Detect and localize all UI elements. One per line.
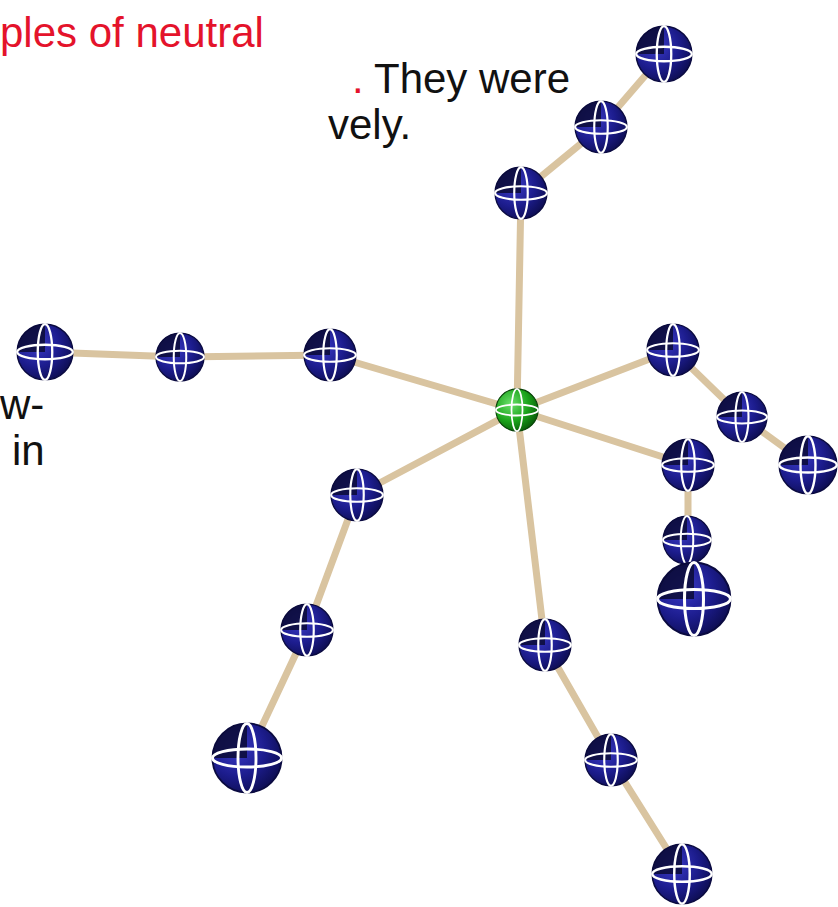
slide-text: w- bbox=[0, 384, 44, 426]
slide-text: ples of neutral bbox=[0, 12, 264, 54]
slide-text: in bbox=[12, 430, 45, 472]
atoms bbox=[17, 26, 837, 904]
bonds bbox=[45, 55, 808, 873]
slide-text: . bbox=[352, 58, 364, 100]
slide-text: vely. bbox=[328, 104, 411, 146]
slide-text: They were bbox=[374, 58, 570, 100]
